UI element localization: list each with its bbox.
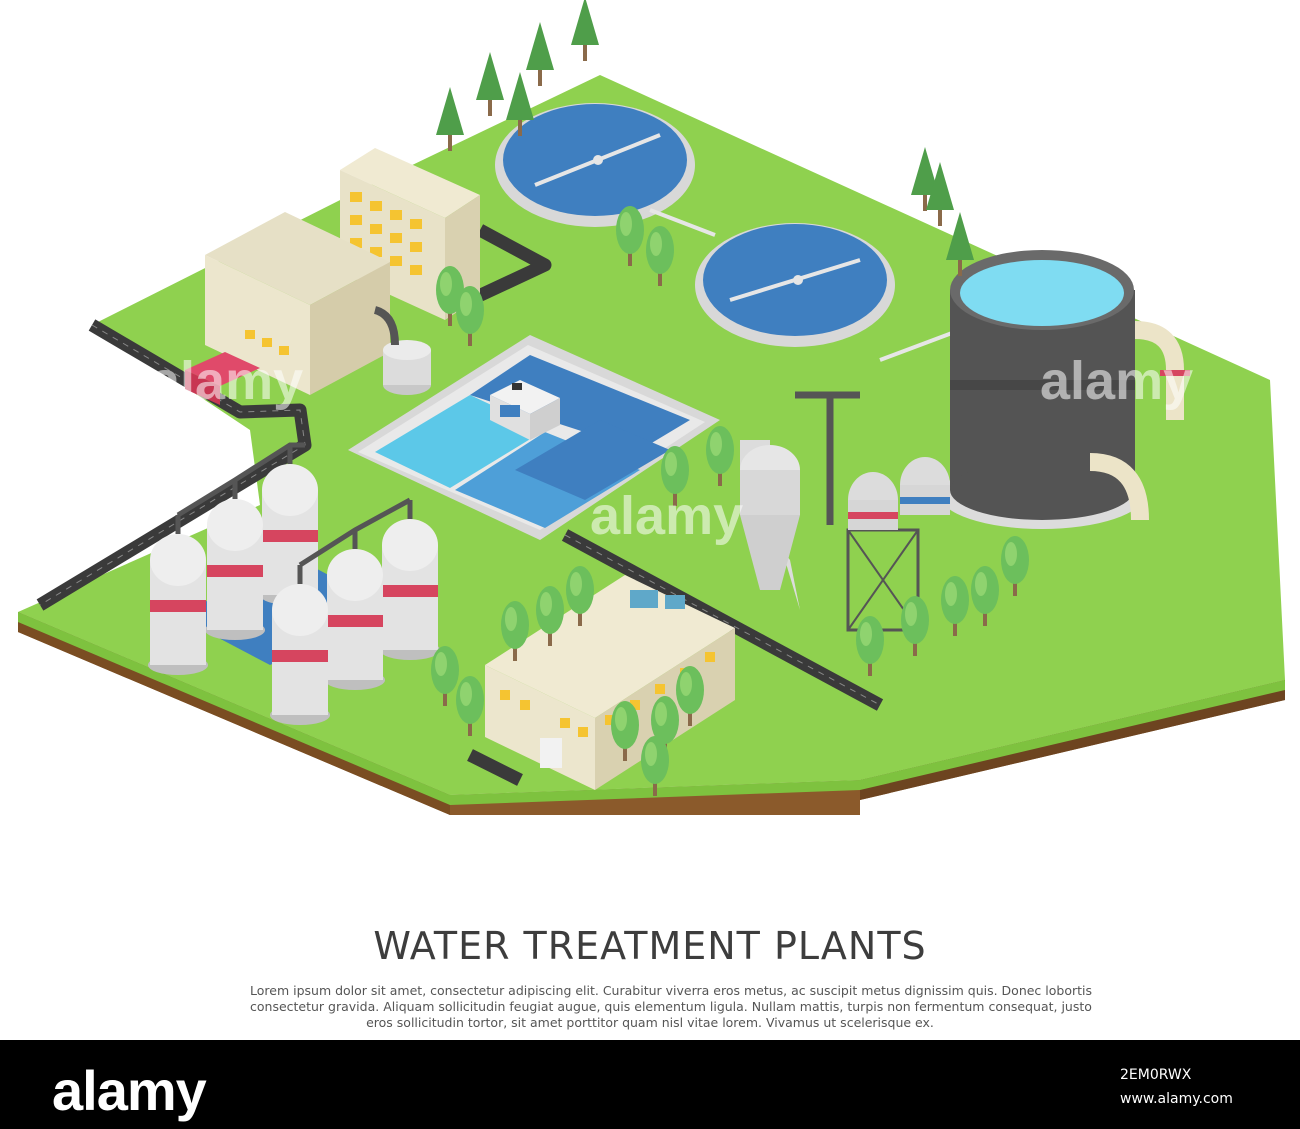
tree — [1001, 536, 1029, 596]
clarifier-pond-2 — [695, 223, 895, 347]
tree — [856, 616, 884, 676]
tree — [971, 566, 999, 626]
footer-url: www.alamy.com — [1120, 1091, 1233, 1107]
tree — [611, 701, 639, 761]
watermark-right: alamy — [1040, 351, 1194, 411]
equalizer-vessel — [373, 306, 431, 395]
tree — [946, 212, 974, 276]
tree — [526, 22, 554, 86]
tree — [566, 566, 594, 626]
control-hut — [490, 380, 560, 440]
clarifier-pond-1 — [495, 103, 695, 227]
tree — [616, 206, 644, 266]
tree — [536, 586, 564, 646]
trees — [431, 0, 1029, 796]
cylinder-tank — [148, 515, 208, 675]
tree — [456, 676, 484, 736]
cylinder-filters — [148, 442, 440, 725]
tree — [911, 147, 939, 211]
tree — [436, 87, 464, 151]
cylinder-tank — [270, 565, 330, 725]
storage-tank — [940, 250, 1190, 529]
description: Lorem ipsum dolor sit amet, consectetur … — [250, 983, 1093, 1031]
watermark-center: alamy — [590, 486, 744, 546]
tree — [641, 736, 669, 796]
tree — [676, 666, 704, 726]
tree — [501, 601, 529, 661]
tree — [706, 426, 734, 486]
tree — [941, 576, 969, 636]
tree — [661, 446, 689, 506]
pump-house — [185, 212, 390, 405]
footer-bar: alamy 2EM0RWX www.alamy.com — [0, 1040, 1300, 1129]
tree — [926, 162, 954, 226]
footer-image-id: 2EM0RWX — [1120, 1067, 1192, 1083]
tree — [456, 286, 484, 346]
page-title: WATER TREATMENT PLANTS — [373, 924, 927, 968]
tree — [506, 72, 534, 136]
description-line-3: eros sollicitudin tortor, sit amet portt… — [366, 1015, 934, 1030]
tree — [646, 226, 674, 286]
tree — [431, 646, 459, 706]
description-line-2: consectetur gravida. Aliquam sollicitudi… — [250, 999, 1092, 1014]
tree — [901, 596, 929, 656]
tree — [571, 0, 599, 61]
footer-logo: alamy — [52, 1059, 207, 1122]
watermark-left: alamy — [150, 351, 304, 411]
description-line-1: Lorem ipsum dolor sit amet, consectetur … — [250, 983, 1093, 998]
tree — [476, 52, 504, 116]
plant-illustration — [18, 0, 1285, 815]
cylinder-tank — [380, 500, 440, 660]
cylinder-tank — [325, 530, 385, 690]
cylinder-tank — [205, 480, 265, 640]
tree — [651, 696, 679, 756]
filtration-towers — [740, 391, 950, 632]
